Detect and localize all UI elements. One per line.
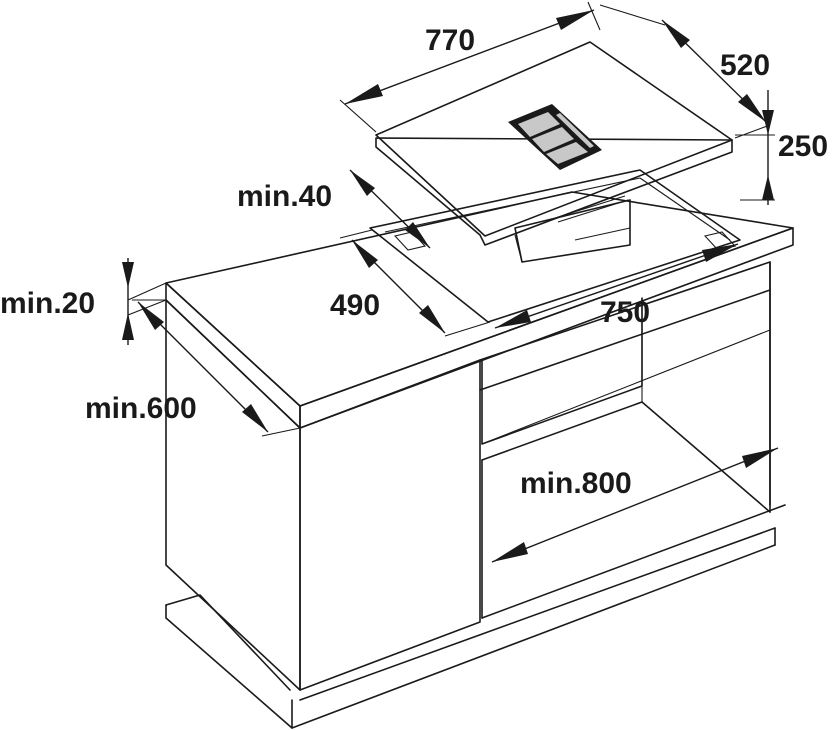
induction-hob-with-extractor: [375, 41, 733, 263]
vent-grille: [508, 104, 602, 170]
worktop-cutout: [369, 169, 741, 323]
label-hob-depth: 520: [720, 49, 770, 82]
label-worktop-depth: min.600: [85, 392, 197, 425]
label-worktop-thickness: min.20: [0, 287, 95, 320]
label-cutout-depth: 490: [330, 289, 380, 322]
cabinet: [165, 191, 794, 729]
label-cabinet-width: min.800: [520, 467, 632, 500]
dimension-lines: [122, 1, 779, 563]
label-hob-width: 770: [425, 24, 475, 57]
label-cutout-width: 750: [600, 296, 650, 329]
label-hob-height: 250: [778, 130, 828, 163]
label-front-clearance: min.40: [237, 180, 332, 213]
hob-glass-surface: [375, 41, 733, 237]
